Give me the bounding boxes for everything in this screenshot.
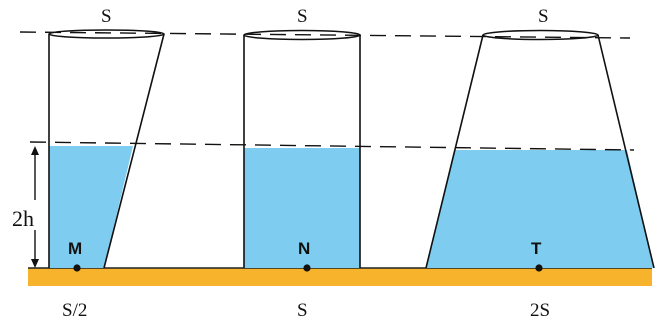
- container-2-bottom-label: S: [297, 300, 308, 321]
- container-3-right-wall: [597, 34, 655, 269]
- dashed-water-line: [29, 141, 635, 151]
- container-3-left-wall: [425, 34, 484, 269]
- point-n-dot: [303, 264, 311, 272]
- container-3-rim: [482, 29, 599, 41]
- point-t-dot: [535, 264, 543, 272]
- point-m-dot: [73, 264, 81, 272]
- container-1-right-wall: [103, 33, 165, 269]
- container-1-rim: [48, 29, 165, 39]
- water-1: [49, 146, 133, 268]
- container-3-bottom-label: 2S: [530, 300, 550, 321]
- water-2: [244, 148, 360, 268]
- container-3: [425, 29, 655, 269]
- container-1-top-label: S: [101, 6, 112, 27]
- container-2: [243, 29, 361, 268]
- container-1-bottom-label: S/2: [62, 300, 87, 321]
- water-3: [426, 150, 654, 268]
- point-t-label: T: [531, 239, 542, 258]
- point-n-label: N: [298, 239, 310, 258]
- container-2-top-label: S: [297, 6, 308, 27]
- dashed-top-line: [19, 31, 631, 39]
- point-m-label: M: [68, 239, 82, 258]
- height-label: 2h: [12, 206, 34, 231]
- container-3-top-label: S: [538, 6, 549, 27]
- container-1: [48, 29, 165, 269]
- ground-strip: [28, 268, 652, 286]
